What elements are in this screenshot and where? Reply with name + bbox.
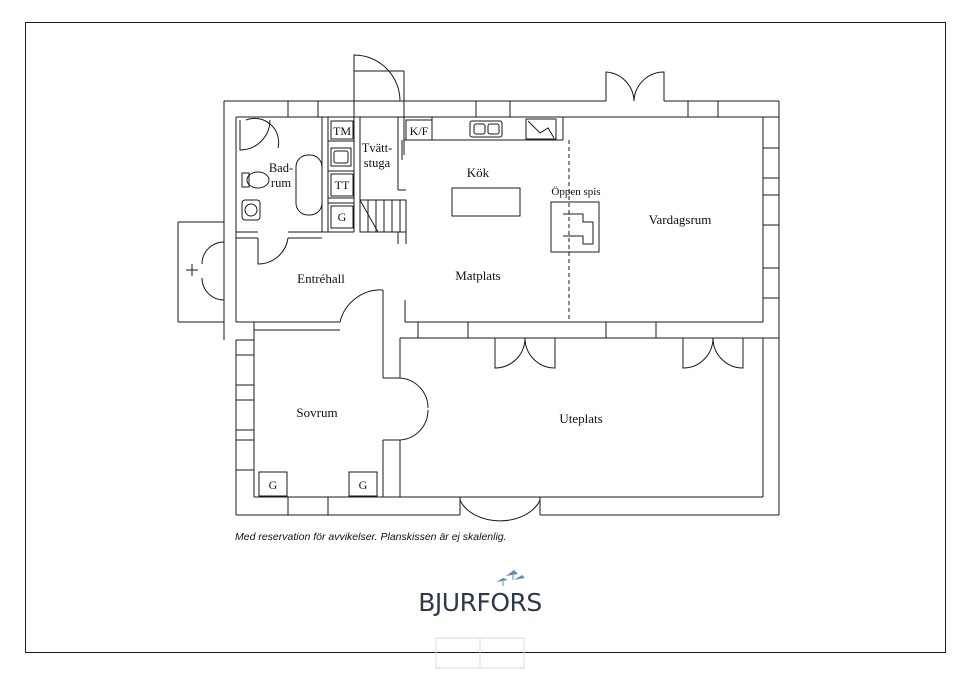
disclaimer-text: Med reservation för avvikelser. Planskis… [235, 531, 507, 543]
footer-boxes [435, 637, 525, 669]
bathroom-sink [241, 199, 261, 221]
brand-logo: BJURFORS [418, 588, 542, 617]
toilet [241, 172, 250, 188]
label-sovrum: Sovrum [296, 405, 337, 420]
label-oppen-spis: Öppen spis [551, 186, 600, 198]
kitchen-island [451, 187, 521, 217]
label-g-laundry: G [338, 210, 347, 224]
label-matplats: Matplats [455, 268, 501, 283]
exterior-walls [177, 100, 780, 516]
label-tvattstuga-2: stuga [364, 156, 391, 170]
shower [239, 119, 271, 151]
label-vardagsrum: Vardagsrum [649, 212, 712, 227]
bird-logo-icon [496, 570, 525, 586]
label-badrum-1: Bad- [269, 161, 293, 175]
label-g-bedroom-left: G [269, 478, 278, 492]
label-g-bedroom-right: G [359, 478, 368, 492]
label-kf: K/F [410, 124, 429, 138]
label-tvattstuga-1: Tvätt- [362, 141, 393, 155]
bathtub [295, 154, 323, 216]
fixtures [239, 117, 600, 497]
doors [186, 54, 744, 522]
laundry-sink [330, 147, 352, 167]
kf-box [405, 119, 433, 141]
fireplace [550, 201, 600, 253]
label-kok: Kök [467, 165, 490, 180]
g-box-bedroom-left [258, 471, 288, 497]
stove [525, 118, 557, 140]
page-frame [25, 22, 946, 653]
tm-box [330, 120, 354, 140]
label-uteplats: Uteplats [559, 411, 602, 426]
g-box-laundry [330, 205, 354, 229]
label-tm: TM [333, 124, 351, 138]
label-tt: TT [335, 178, 350, 192]
label-badrum-2: rum [271, 176, 291, 190]
label-entrehall: Entréhall [297, 271, 345, 286]
g-box-bedroom-right [348, 471, 378, 497]
tt-box [330, 173, 354, 197]
kitchen-sink [469, 120, 503, 138]
interior-walls [236, 55, 570, 330]
